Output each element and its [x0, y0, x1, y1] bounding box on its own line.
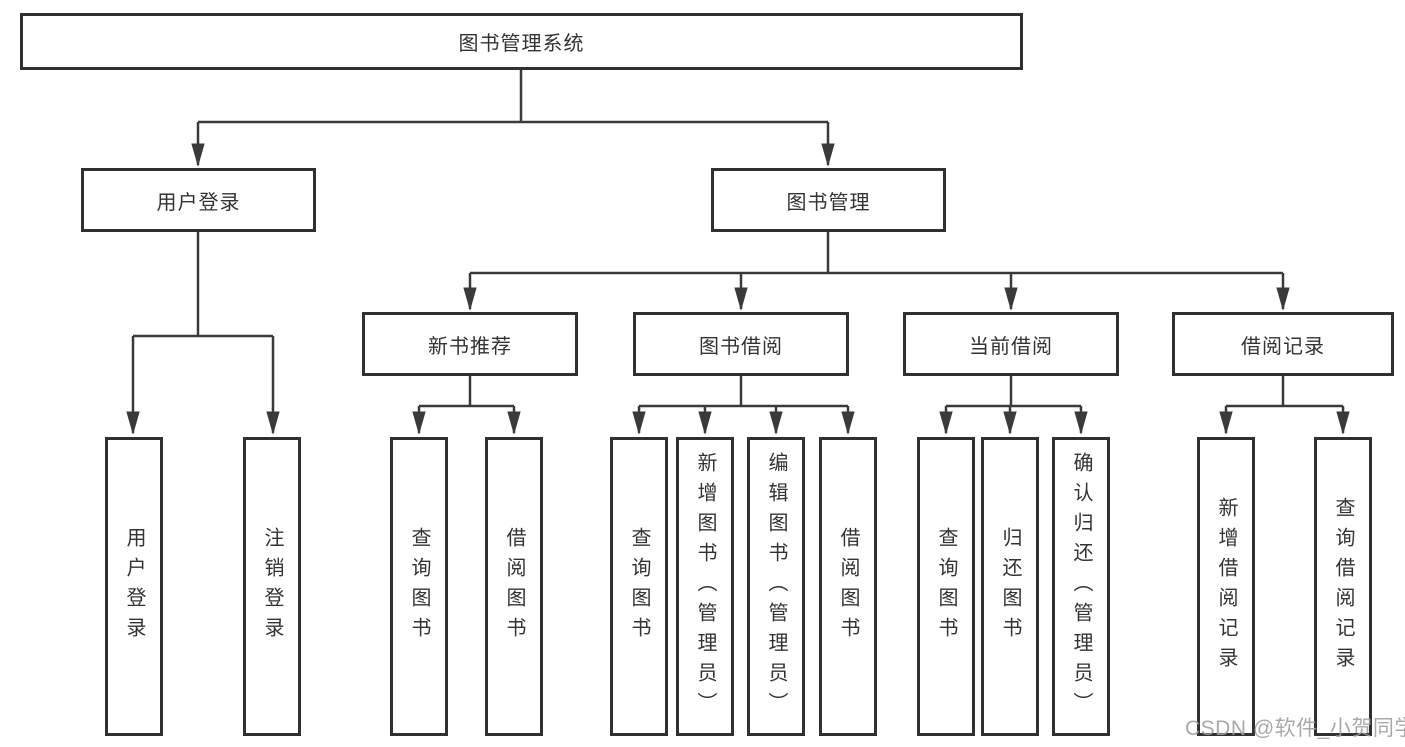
leaf-query-books-current: 查询图书 [917, 437, 975, 736]
node-book-management-label: 图书管理 [786, 191, 871, 214]
node-book-management: 图书管理 [711, 168, 946, 232]
node-book-borrowing-label: 图书借阅 [699, 335, 783, 358]
leaf-confirm-return-admin: 确认归还（管理员） [1052, 437, 1110, 736]
csdn-watermark: CSDN @软件_小贺同学 [1185, 717, 1405, 740]
trunk-root-to-level2 [198, 70, 828, 124]
node-root-system: 图书管理系统 [20, 13, 1023, 70]
leaf-logout: 注销登录 [243, 437, 301, 736]
leaf-user-login: 用户登录 [105, 437, 163, 736]
leaf-borrow-books-rec: 借阅图书 [485, 437, 543, 736]
leaf-user-login-label: 用户登录 [123, 526, 145, 647]
leaf-query-borrow-record-label: 查询借阅记录 [1332, 496, 1354, 677]
trunk-borrow-records-children [1226, 376, 1343, 408]
leaf-borrow-books-rec-label: 借阅图书 [503, 526, 525, 647]
node-borrowing-records: 借阅记录 [1172, 312, 1394, 376]
trunk-book-borrow-children [639, 376, 848, 408]
node-root-system-label: 图书管理系统 [458, 33, 585, 55]
leaf-add-book-admin: 新增图书（管理员） [676, 437, 734, 736]
leaf-confirm-return-admin-label: 确认归还（管理员） [1070, 451, 1092, 722]
node-new-book-recommend: 新书推荐 [362, 312, 578, 376]
leaf-add-borrow-record-label: 新增借阅记录 [1215, 496, 1237, 677]
leaf-borrow-books: 借阅图书 [819, 437, 877, 736]
leaf-query-books-borrow-label: 查询图书 [628, 526, 650, 647]
leaf-edit-book-admin-label: 编辑图书（管理员） [765, 451, 787, 722]
node-current-borrowing: 当前借阅 [903, 312, 1119, 376]
leaf-add-book-admin-label: 新增图书（管理员） [694, 451, 716, 722]
leaf-return-books-label: 归还图书 [999, 526, 1021, 647]
leaf-borrow-books-label: 借阅图书 [837, 526, 859, 647]
leaf-logout-label: 注销登录 [261, 526, 283, 647]
leaf-query-books-rec: 查询图书 [390, 437, 448, 736]
node-user-login: 用户登录 [81, 168, 316, 232]
leaf-return-books: 归还图书 [981, 437, 1039, 736]
node-current-borrowing-label: 当前借阅 [969, 335, 1053, 358]
leaf-query-books-current-label: 查询图书 [935, 526, 957, 647]
node-user-login-label: 用户登录 [156, 191, 241, 214]
node-book-borrowing: 图书借阅 [633, 312, 849, 376]
node-borrowing-records-label: 借阅记录 [1241, 335, 1325, 358]
leaf-query-borrow-record: 查询借阅记录 [1314, 437, 1372, 736]
leaf-query-books-rec-label: 查询图书 [408, 526, 430, 647]
trunk-new-book-rec-children [419, 376, 514, 408]
node-new-book-recommend-label: 新书推荐 [428, 335, 512, 358]
leaf-add-borrow-record: 新增借阅记录 [1197, 437, 1255, 736]
leaf-query-books-borrow: 查询图书 [610, 437, 668, 736]
trunk-current-borrow-children [946, 376, 1081, 408]
leaf-edit-book-admin: 编辑图书（管理员） [747, 437, 805, 736]
trunk-user-login-children [133, 232, 273, 338]
trunk-book-mgmt-to-level3 [470, 232, 1283, 275]
